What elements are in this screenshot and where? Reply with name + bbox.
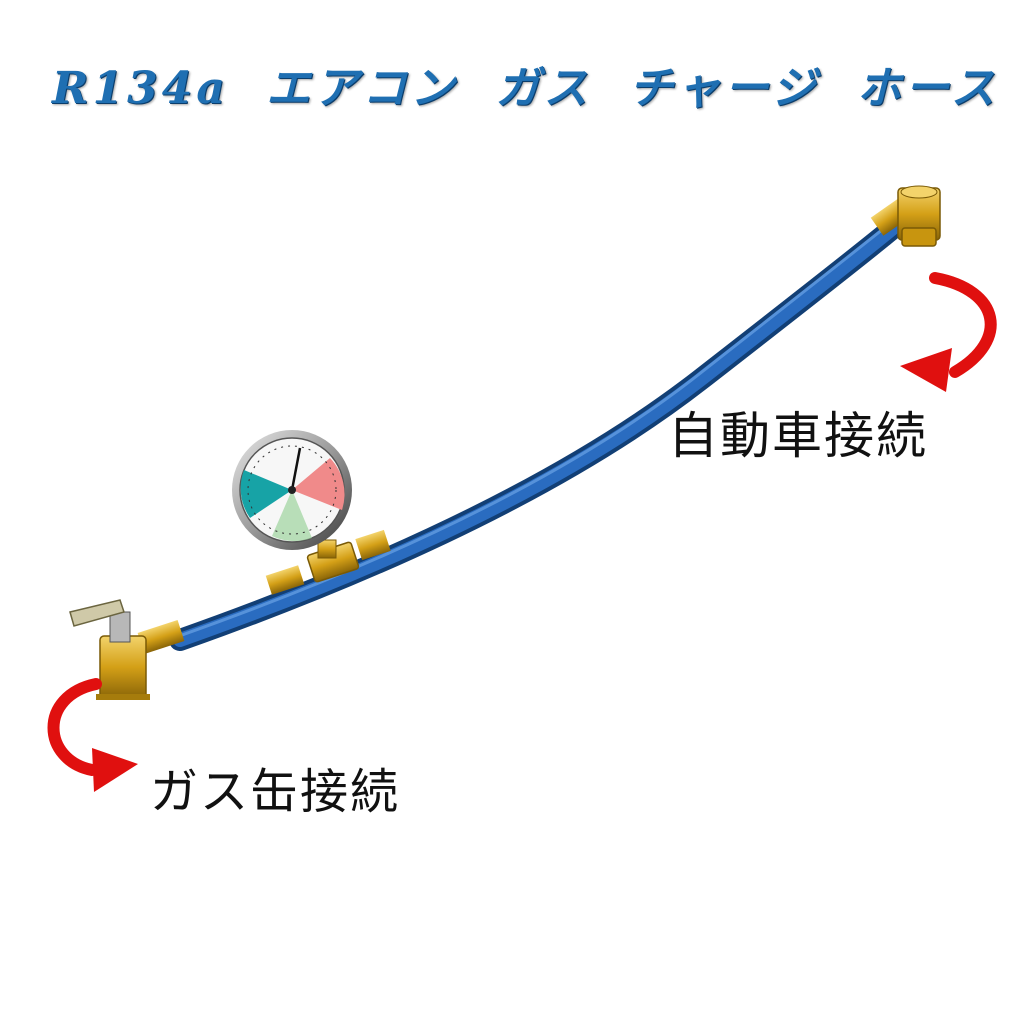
can-tap-valve	[69, 599, 185, 700]
car-connection-label: 自動車接続	[668, 407, 928, 465]
red-curved-arrow-icon	[900, 272, 997, 392]
gauge-tee-fitting	[265, 529, 391, 595]
page-title: R134a エアコン ガス チャージ ホース	[52, 63, 999, 114]
can-connection-label: ガス缶接続	[150, 764, 401, 820]
car-side-coupler	[870, 185, 941, 247]
red-curved-arrow-icon	[47, 678, 138, 792]
pressure-gauge-icon	[232, 430, 352, 550]
